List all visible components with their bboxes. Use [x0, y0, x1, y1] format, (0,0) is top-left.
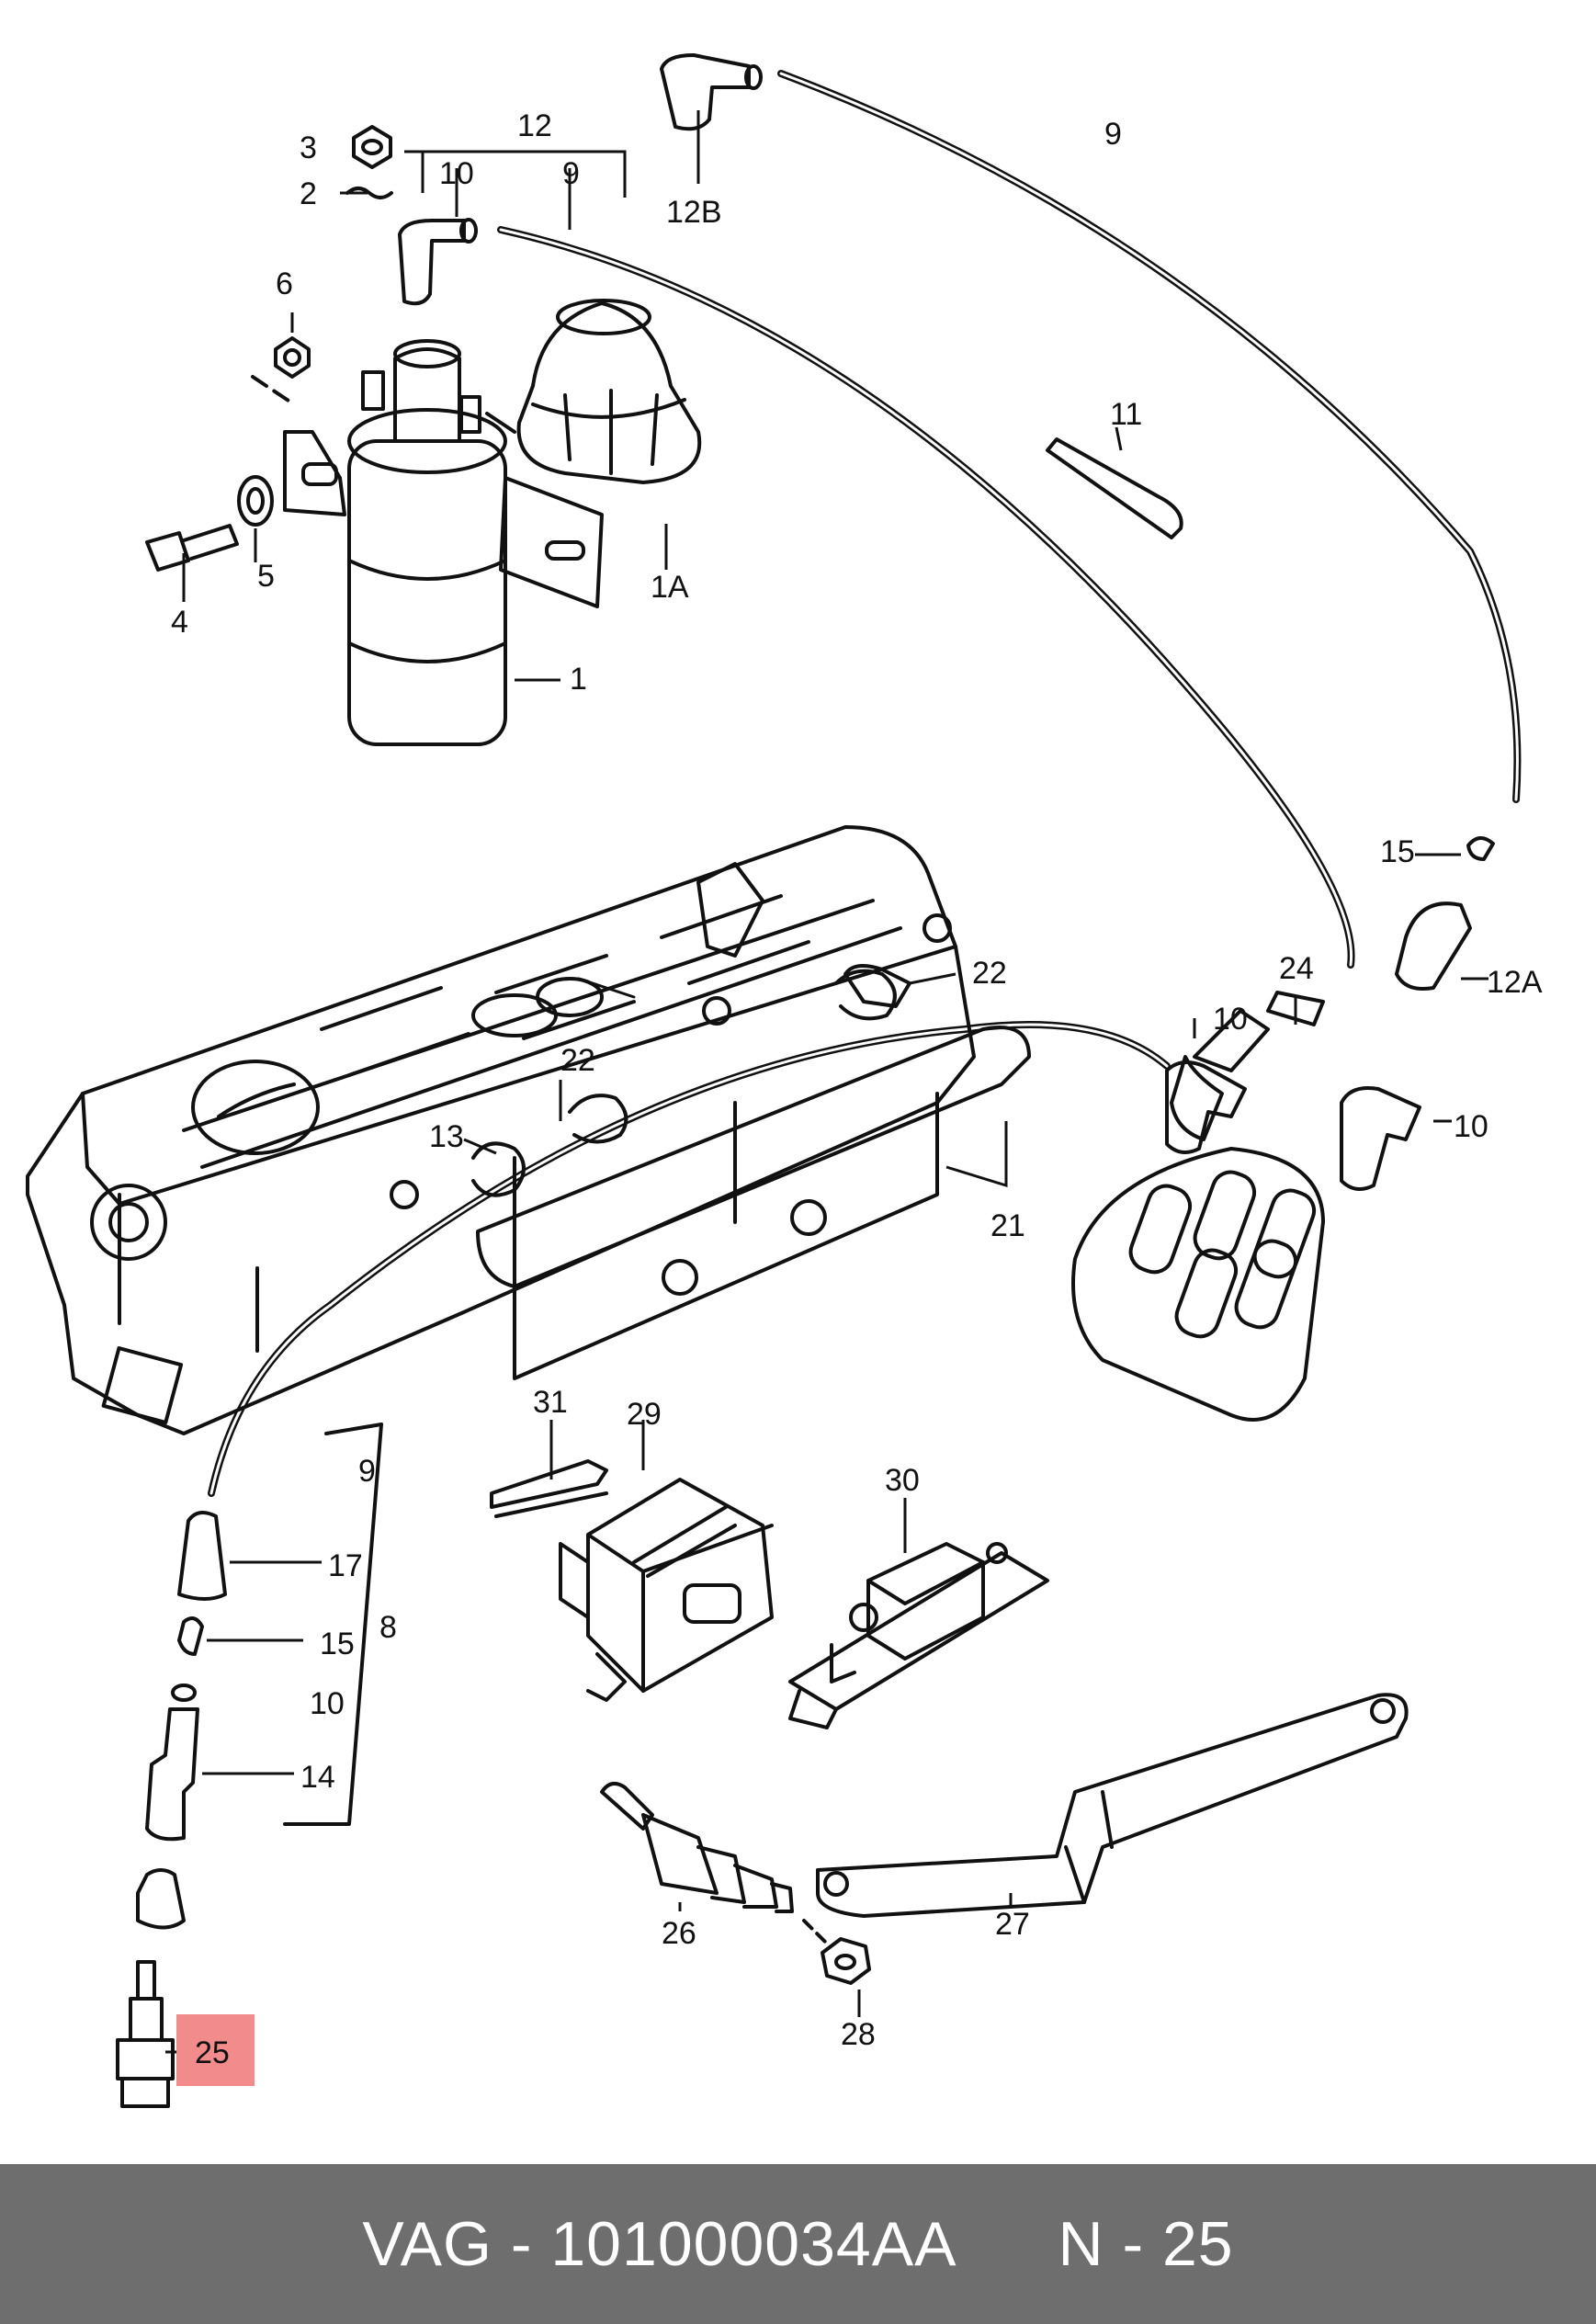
- callout-17: 17: [328, 1548, 363, 1583]
- cable-tie: [1046, 437, 1183, 539]
- washers-bolts: [145, 125, 393, 572]
- cylinder-head: [26, 825, 1031, 1435]
- callout-9-lower: 9: [358, 1454, 376, 1489]
- part-number: VAG - 101000034AA: [362, 2209, 957, 2279]
- callout-3: 3: [300, 130, 317, 165]
- callout-5: 5: [257, 559, 275, 594]
- callout-13: 13: [429, 1119, 464, 1154]
- callout-30: 30: [885, 1463, 920, 1498]
- callout-10-dist-left: 10: [1213, 1002, 1248, 1037]
- callout-14: 14: [300, 1760, 335, 1795]
- callout-21: 21: [990, 1208, 1025, 1243]
- position-number: N - 25: [1058, 2209, 1234, 2279]
- callout-2: 2: [300, 176, 317, 211]
- callout-27: 27: [995, 1907, 1030, 1942]
- callout-1a: 1A: [651, 570, 689, 605]
- callout-24: 24: [1279, 951, 1314, 986]
- coil-cover: [516, 299, 702, 484]
- callout-22-right: 22: [972, 956, 1007, 991]
- distributor-cap: [1071, 991, 1421, 1422]
- highlight-box: [176, 2014, 255, 2086]
- plug-lead-parts: [116, 1511, 227, 2108]
- gasket-plate: [490, 1459, 608, 1518]
- callout-25: 25: [195, 2035, 230, 2070]
- callout-9-top: 9: [1104, 117, 1122, 152]
- callout-12: 12: [517, 108, 552, 143]
- callout-31: 31: [533, 1385, 568, 1420]
- callout-10-lead: 10: [310, 1686, 345, 1721]
- callout-8: 8: [379, 1610, 397, 1645]
- control-unit: [559, 1478, 774, 1702]
- callout-15-lead: 15: [320, 1627, 355, 1661]
- callout-1: 1: [570, 662, 587, 697]
- glow-plug: [600, 1782, 794, 1913]
- callout-11: 11: [1110, 397, 1142, 432]
- parts-diagram: 1 1A 2 3 4 5 6 8 9 9 9 10 10 10 10 11 12…: [26, 53, 1543, 2108]
- part-footer: VAG - 101000034AA N - 25: [0, 2164, 1596, 2324]
- spark-plug: [116, 1960, 175, 2108]
- ht-leads: [208, 70, 1522, 1497]
- callout-4: 4: [171, 605, 188, 640]
- callout-12a: 12A: [1487, 965, 1543, 1000]
- boot-connectors: [398, 53, 763, 306]
- bus-bar: [816, 1693, 1409, 1918]
- lead-end-parts: [1395, 836, 1495, 991]
- nut: [802, 1919, 871, 1985]
- ignition-coil: [251, 339, 604, 746]
- callout-6: 6: [276, 266, 293, 301]
- callout-10-dist-right: 10: [1454, 1109, 1488, 1144]
- callout-22-mid: 22: [560, 1043, 595, 1078]
- callout-26: 26: [662, 1916, 696, 1951]
- callout-9-coil: 9: [562, 156, 580, 191]
- callout-12b: 12B: [666, 195, 722, 230]
- callout-29: 29: [627, 1397, 662, 1432]
- resistor-bracket: [788, 1542, 1049, 1729]
- hose-clips: [471, 969, 897, 1197]
- callout-28: 28: [841, 2017, 876, 2052]
- callout-15-right: 15: [1380, 834, 1415, 869]
- callout-10-coil: 10: [439, 156, 474, 191]
